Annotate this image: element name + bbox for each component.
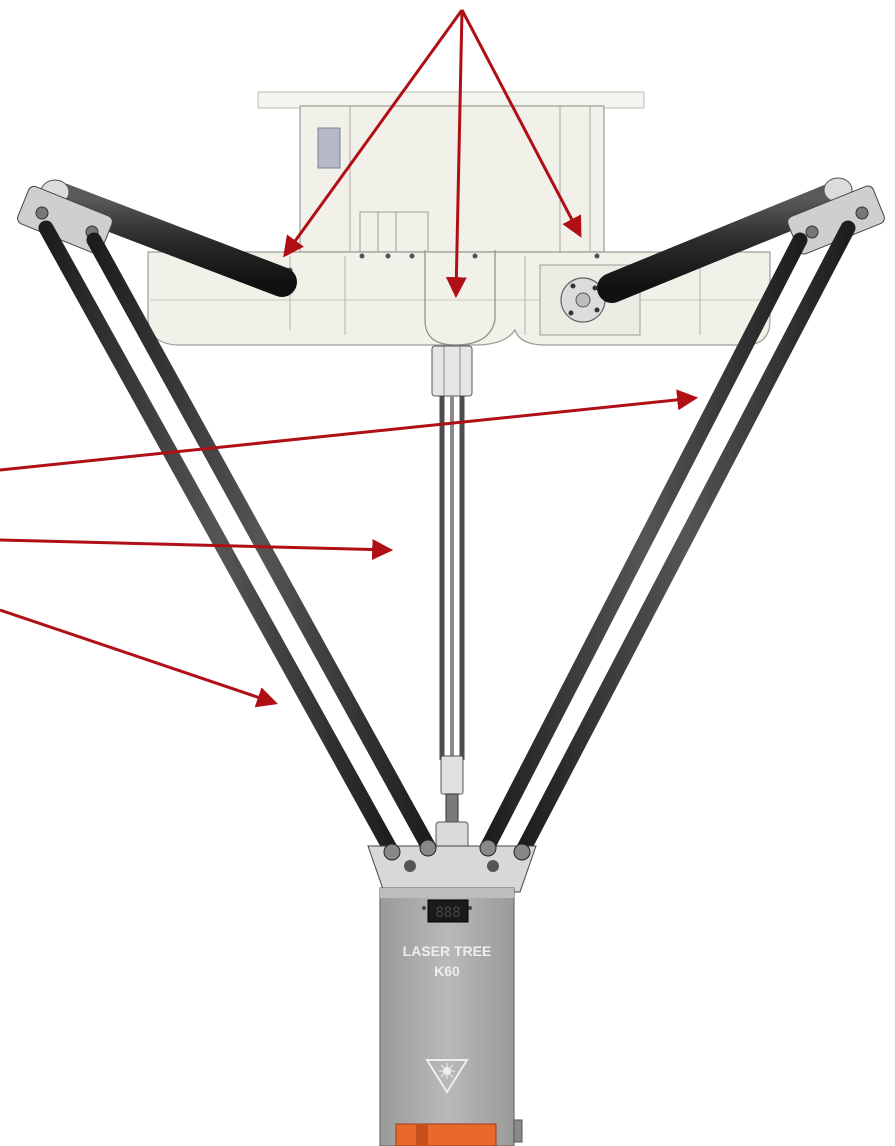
arrow-to-left-motor [283,9,464,258]
laser-window [395,1123,497,1146]
power-led-icon [422,906,426,910]
display-digits: 888 [435,905,460,921]
upper-arm-right [597,183,847,303]
callout-arrows [0,9,699,708]
arrow-to-right-rods [0,389,699,472]
parallel-rods-right [480,220,856,860]
arrow-to-right-motor [460,9,582,238]
laser-module: 888 LASER TREE K60 [379,887,523,1146]
model-label: K60 [434,963,460,979]
side-knob [513,1119,523,1143]
arrow-to-left-rods [0,608,278,708]
brand-label: LASER TREE [403,943,492,959]
parallel-rods-center [403,348,500,835]
connector-window [317,127,341,169]
parallel-rods-left [38,220,436,860]
arrow-to-center-motor [445,9,467,299]
arrow-to-center-rods [0,538,394,561]
laser-warning-icon [425,1059,469,1094]
seven-segment-display-icon: 888 [427,899,469,923]
telescopic-center-shaft [431,345,473,853]
signal-led-icon [468,906,472,910]
effector-joints [367,839,537,893]
